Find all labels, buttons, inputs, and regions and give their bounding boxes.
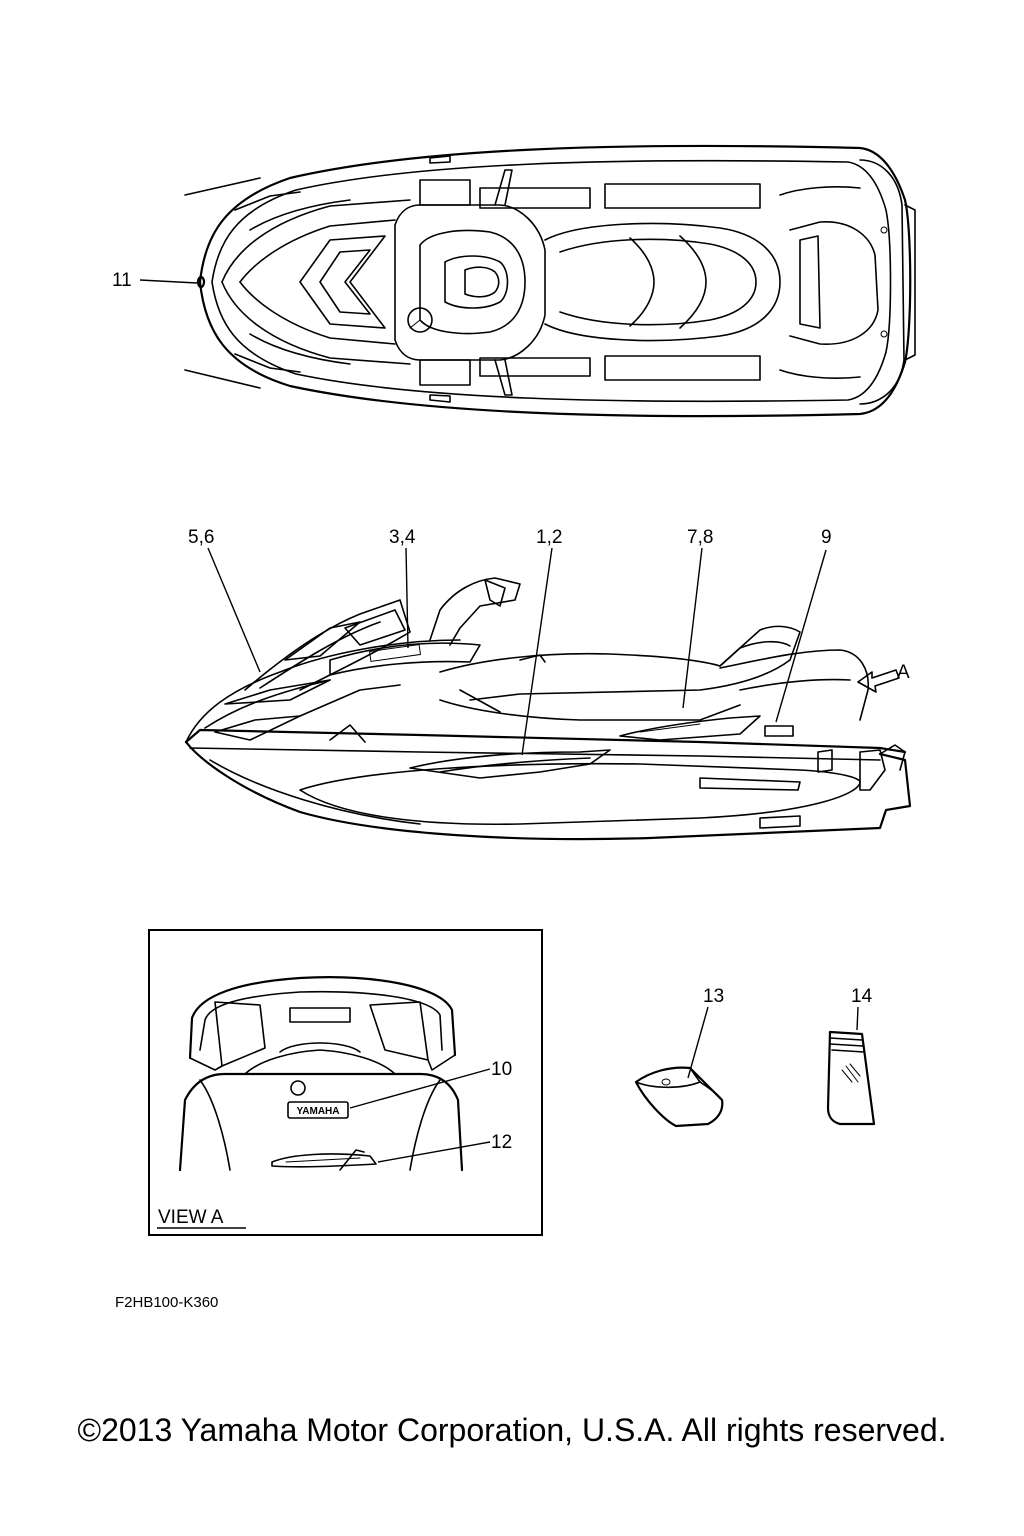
callout-11: 11 — [112, 270, 132, 291]
part-14-bag — [826, 1030, 876, 1126]
leader-13 — [687, 1006, 709, 1079]
callout-7-8: 7,8 — [687, 527, 713, 548]
leader-11 — [139, 279, 198, 284]
copyright-notice: ©2013 Yamaha Motor Corporation, U.S.A. A… — [77, 1412, 947, 1448]
top-view-watercraft — [184, 144, 916, 418]
view-a-stern-view: YAMAHA — [178, 976, 464, 1172]
leader-3-4 — [405, 547, 409, 649]
leader-5-6 — [207, 547, 261, 673]
leader-12 — [377, 1141, 491, 1163]
callout-13: 13 — [703, 986, 724, 1007]
view-a-frame — [148, 929, 543, 1236]
callout-14: 14 — [851, 986, 873, 1007]
leader-1-2 — [521, 547, 553, 756]
leader-14 — [856, 1006, 859, 1031]
diagram-code: F2HB100-K360 — [115, 1294, 218, 1311]
side-view-watercraft — [184, 577, 912, 841]
yamaha-badge-text: YAMAHA — [297, 1106, 340, 1117]
view-a-arrow — [857, 669, 900, 693]
callout-1-2: 1,2 — [536, 527, 562, 548]
leader-7-8 — [682, 547, 703, 709]
leader-9 — [775, 549, 827, 723]
leader-10 — [349, 1068, 491, 1109]
callout-a: A — [897, 662, 910, 683]
callout-3-4: 3,4 — [389, 527, 416, 548]
callout-10: 10 — [491, 1059, 512, 1080]
callout-5-6: 5,6 — [188, 527, 214, 548]
view-a-label: VIEW A — [158, 1207, 224, 1228]
part-13-pouch — [634, 1066, 724, 1128]
callout-12: 12 — [491, 1132, 512, 1153]
callout-9: 9 — [821, 527, 832, 548]
